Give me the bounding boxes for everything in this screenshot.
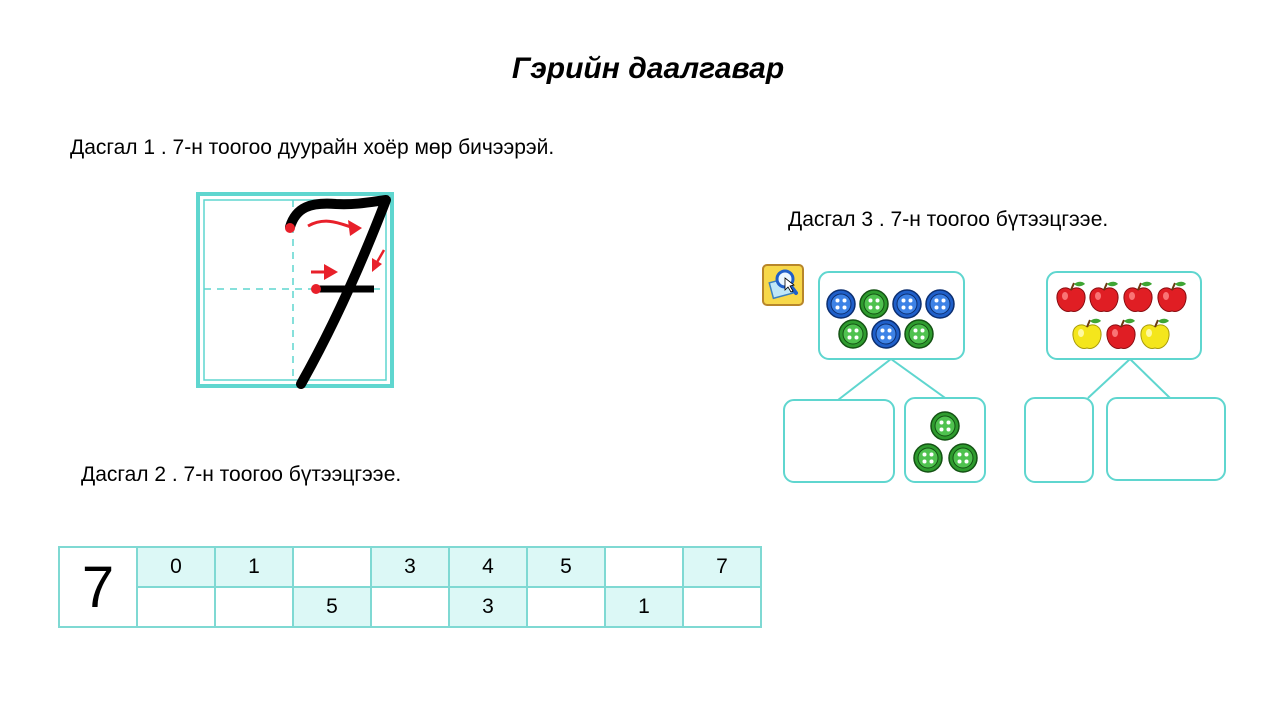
blue-button-icon xyxy=(892,289,922,319)
buttons-part-empty-box xyxy=(783,399,895,483)
bottom-cell[interactable]: 1 xyxy=(604,586,684,628)
apples-part-box-right xyxy=(1106,397,1226,481)
bottom-cell[interactable]: 5 xyxy=(292,586,372,628)
tracing-inner-frame xyxy=(203,199,387,381)
green-button-icon xyxy=(913,443,943,473)
top-cell[interactable]: 4 xyxy=(448,546,528,588)
exercise-2-label: Дасгал 2 . 7-н тоогоо бүтээцгээе. xyxy=(81,463,402,486)
top-cell-blank[interactable] xyxy=(292,546,372,588)
bottom-cell-blank[interactable] xyxy=(136,586,216,628)
arrow-mid-head xyxy=(324,264,338,280)
buttons-tree xyxy=(783,271,986,483)
tracing-frame xyxy=(196,192,394,388)
start-dot-1 xyxy=(285,223,295,233)
top-cell[interactable]: 1 xyxy=(214,546,294,588)
green-button-icon xyxy=(930,411,960,441)
green-button-icon xyxy=(948,443,978,473)
bottom-cell-blank[interactable] xyxy=(370,586,450,628)
blue-button-icon xyxy=(925,289,955,319)
digit-7-stroke xyxy=(285,195,391,389)
arrow-top-head xyxy=(348,220,362,236)
arrow-down-head xyxy=(372,258,382,272)
blue-button-icon xyxy=(871,319,901,349)
bottom-cell-blank[interactable] xyxy=(214,586,294,628)
start-dot-2 xyxy=(311,284,321,294)
apples-tree xyxy=(1024,271,1226,483)
green-button-icon xyxy=(904,319,934,349)
top-cell-blank[interactable] xyxy=(604,546,684,588)
top-cell[interactable]: 5 xyxy=(526,546,606,588)
top-cell[interactable]: 7 xyxy=(682,546,762,588)
top-cell[interactable]: 3 xyxy=(370,546,450,588)
exercise-3-label: Дасгал 3 . 7-н тоогоо бүтээцгээе. xyxy=(788,208,1109,231)
bottom-cell-blank[interactable] xyxy=(682,586,762,628)
part-whole-diagrams xyxy=(783,271,1226,483)
target-number: 7 xyxy=(58,546,138,628)
page-title: Гэрийн даалгавар xyxy=(511,52,785,85)
apples-part-box-left xyxy=(1024,397,1094,483)
top-cell[interactable]: 0 xyxy=(136,546,216,588)
blue-button-icon xyxy=(826,289,856,319)
exercise-1-label: Дасгал 1 . 7-н тоогоо дуурайн хоёр мөр б… xyxy=(70,136,555,159)
bottom-cell[interactable]: 3 xyxy=(448,586,528,628)
arrow-top-icon xyxy=(307,219,355,230)
bottom-cell-blank[interactable] xyxy=(526,586,606,628)
magnifier-help-icon[interactable] xyxy=(762,264,804,306)
green-button-icon xyxy=(859,289,889,319)
green-button-icon xyxy=(838,319,868,349)
decomposition-table: 7 0 1 3 4 5 7 5 3 1 xyxy=(58,546,762,628)
digit-tracing-box xyxy=(196,192,394,389)
